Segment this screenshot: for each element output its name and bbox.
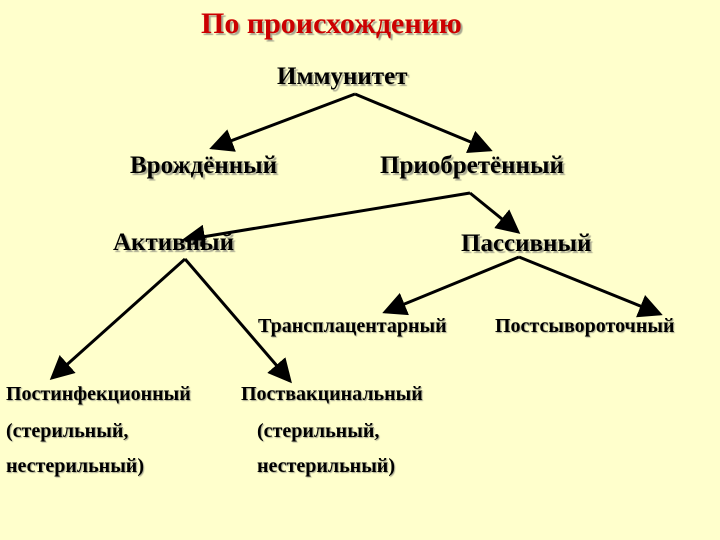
postvaccination-line-3: нестерильный) [257, 455, 395, 477]
node-innate: Врождённый [130, 152, 278, 179]
node-acquired: Приобретённый [380, 152, 564, 179]
node-passive: Пассивный [461, 230, 592, 257]
node-postserum: Постсывороточный [495, 315, 675, 337]
postinfection-line-3: нестерильный) [6, 455, 144, 477]
diagram-title: По происхождению [201, 7, 462, 40]
node-postinfection: Постинфекционный (стерильный, нестерильн… [6, 384, 191, 476]
postinfection-line-1: Постинфекционный [6, 383, 191, 405]
arrow-innate-to-active [181, 191, 471, 249]
arrow-passive-to-postserum [518, 255, 663, 318]
postvaccination-line-2: (стерильный, [257, 420, 380, 442]
node-postvaccination: Поствакцинальный (стерильный, нестерильн… [241, 384, 423, 476]
arrow-active-to-postvaccination [183, 258, 292, 384]
arrow-root-to-acquired [354, 92, 493, 154]
node-immunity: Иммунитет [277, 63, 408, 90]
postvaccination-line-1: Поствакцинальный [241, 383, 423, 405]
arrow-active-to-postinfection [49, 257, 187, 381]
arrow-acquired-to-passive [469, 191, 521, 234]
postinfection-line-2: (стерильный, [6, 420, 129, 442]
node-active: Активный [113, 229, 234, 256]
arrow-passive-to-transplacental [382, 255, 520, 316]
node-transplacental: Трансплацентарный [258, 315, 447, 337]
arrow-root-to-innate [209, 92, 356, 152]
